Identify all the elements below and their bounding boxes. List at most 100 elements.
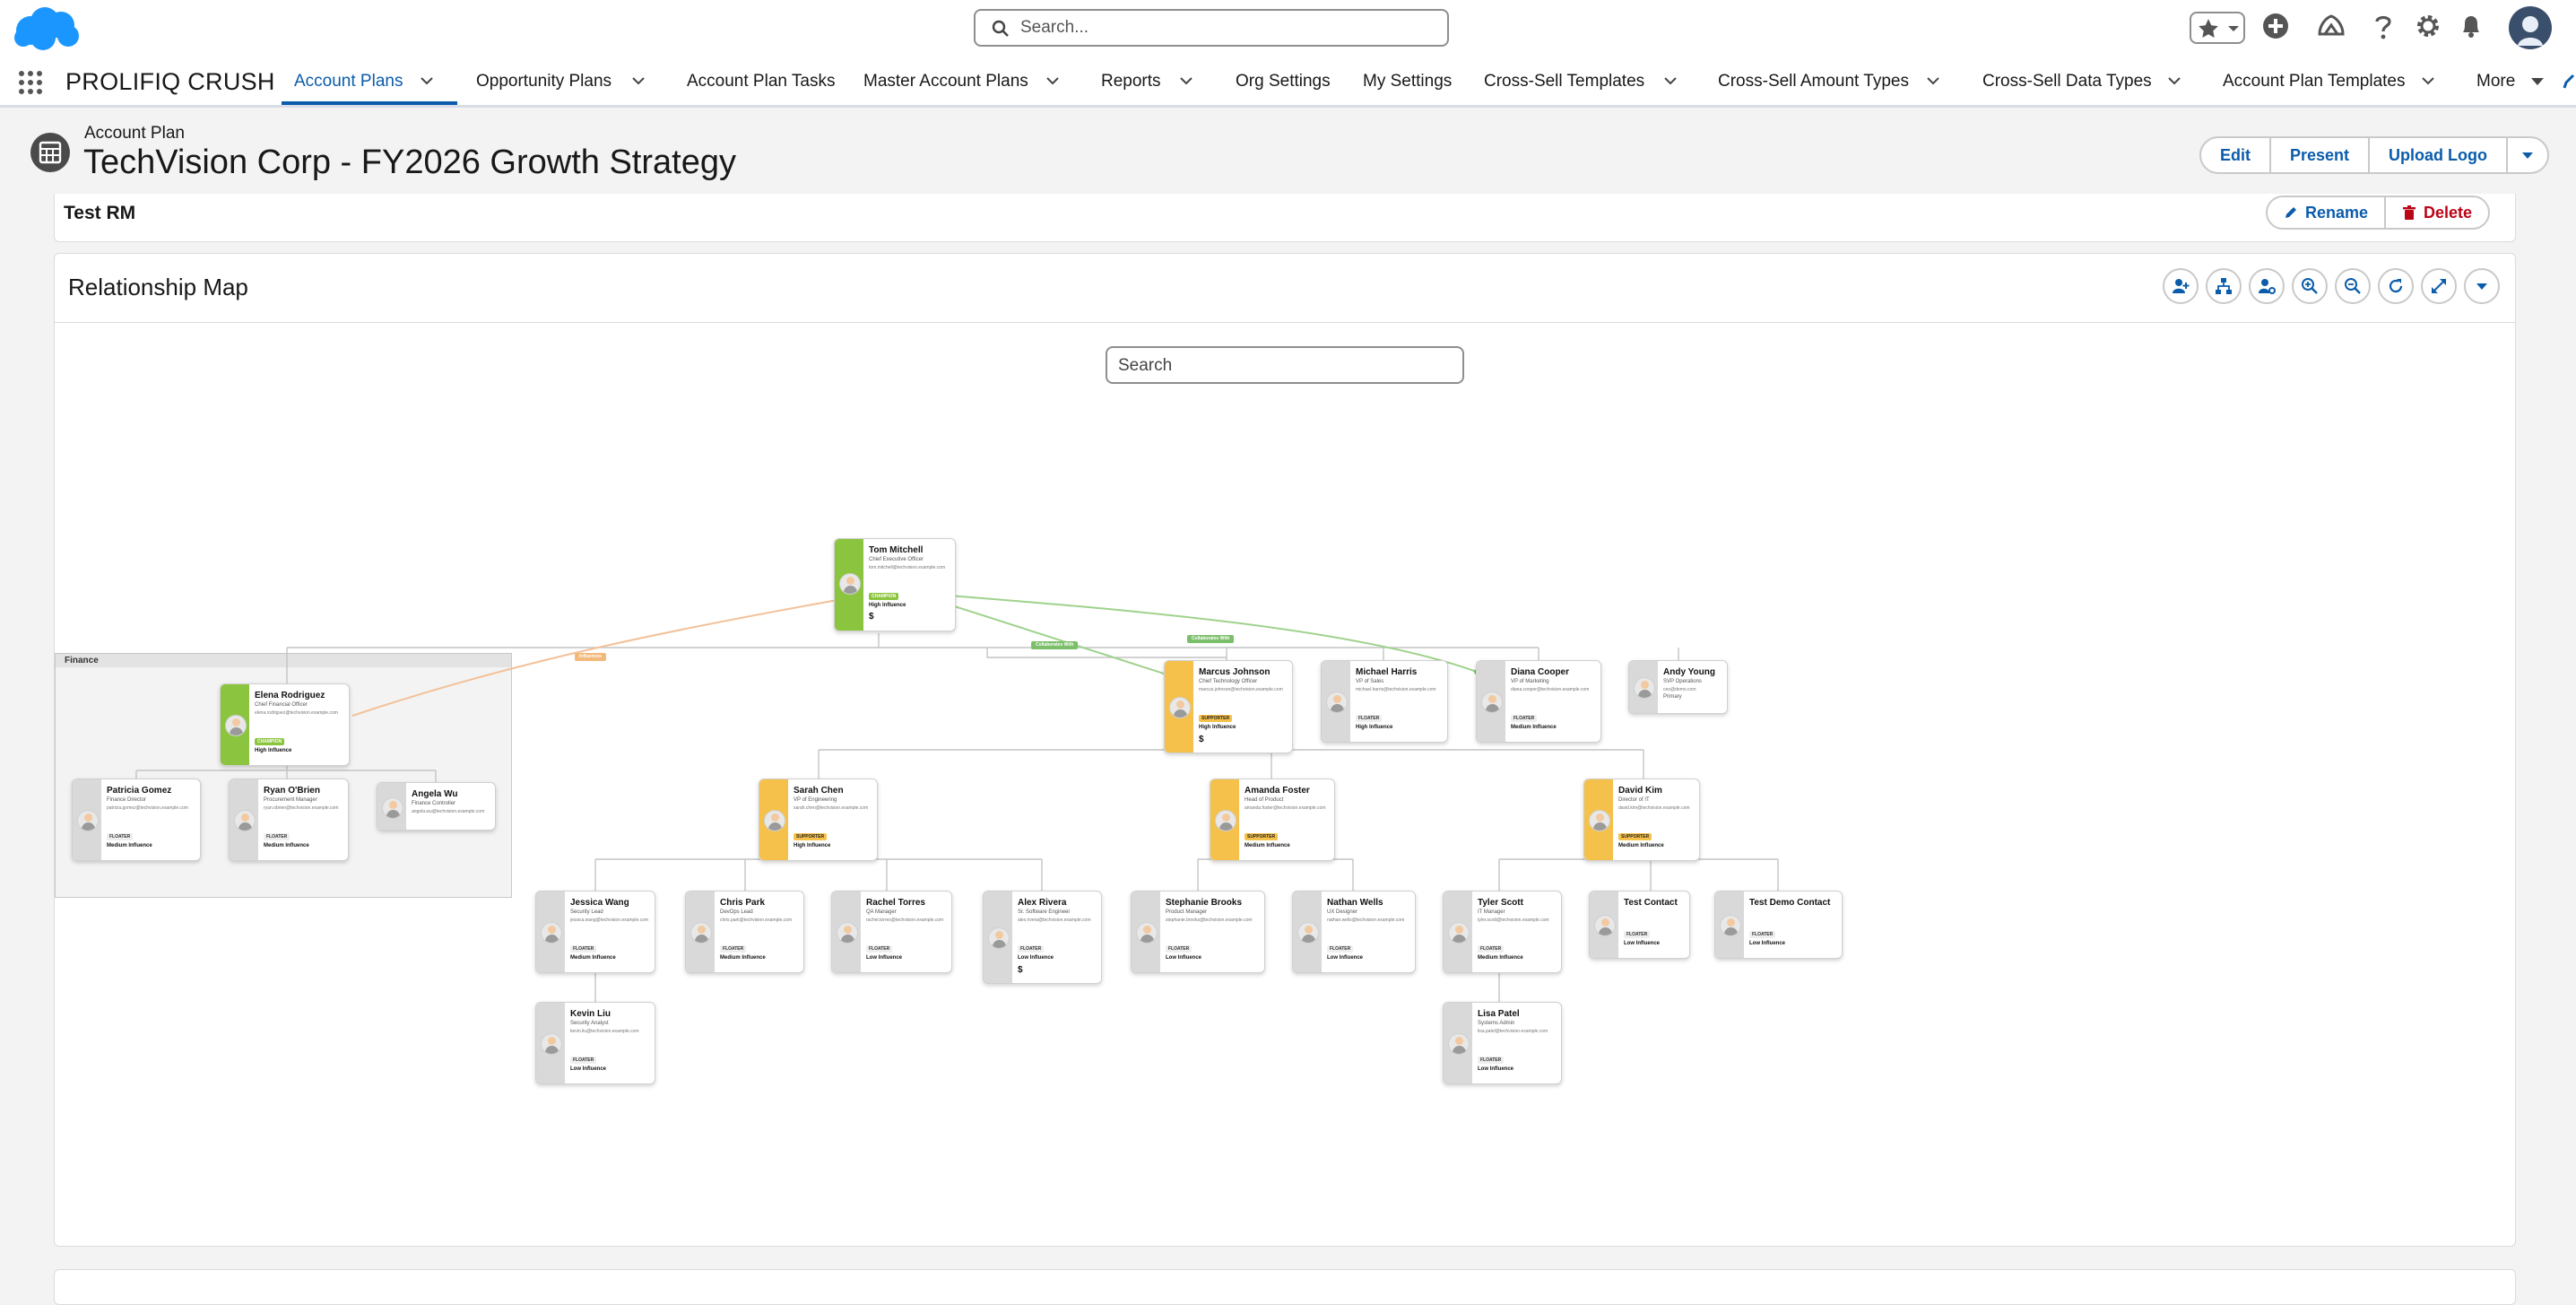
nav-item-account-plan-tasks[interactable]: Account Plan Tasks [687,72,836,91]
map-canvas[interactable]: Search Finance [55,322,2515,1247]
contact-title: Security Lead [570,909,603,915]
contact-email: amanda.foster@techvision.example.com [1245,805,1326,811]
rename-button[interactable]: Rename [2268,197,2387,228]
chevron-down-icon[interactable] [1926,75,1940,86]
add-contact-icon [2172,277,2190,295]
more-actions-button[interactable] [2508,138,2547,172]
contact-card-patricia-gomez[interactable]: Patricia Gomez Finance Director patricia… [72,779,201,861]
influence-label: Low Influence [1018,955,1054,961]
hierarchy-button[interactable] [2206,268,2242,304]
chevron-down-icon[interactable] [1045,75,1060,86]
contact-card-stephanie-brooks[interactable]: Stephanie Brooks Product Manager stephan… [1131,891,1265,973]
nav-item-more[interactable]: More [2476,72,2516,91]
contact-card-david-kim[interactable]: David Kim Director of IT david.kim@techv… [1583,779,1700,861]
contact-card-chris-park[interactable]: Chris Park DevOps Lead chris.park@techvi… [685,891,804,973]
add-contact-button[interactable] [2163,268,2199,304]
chevron-down-icon[interactable] [1663,75,1678,86]
status-badge: CHAMPION [255,738,285,745]
chevron-down-icon[interactable] [2421,75,2435,86]
status-badge: FLOATER [1018,945,1045,953]
present-button[interactable]: Present [2271,138,2371,172]
upload-logo-button[interactable]: Upload Logo [2370,138,2509,172]
chevron-down-icon[interactable] [631,75,646,86]
influence-label: Medium Influence [264,843,309,848]
delete-button[interactable]: Delete [2386,197,2488,228]
edge-label-collaborates-with[interactable]: Collaborates With [1031,641,1079,649]
contact-title: VP of Sales [1356,679,1384,684]
contact-card-alex-rivera[interactable]: Alex Rivera Sr. Software Engineer alex.r… [983,891,1102,984]
contact-title: Head of Product [1245,797,1284,803]
edge-label-influences[interactable]: Influences [575,653,606,661]
nav-item-my-settings[interactable]: My Settings [1363,72,1453,91]
salesforce-cloud-logo[interactable] [11,4,82,54]
nav-item-reports[interactable]: Reports [1101,72,1161,91]
nav-item-master-account-plans[interactable]: Master Account Plans [863,72,1028,91]
nav-item-org-settings[interactable]: Org Settings [1236,72,1331,91]
zoom-in-button[interactable] [2292,268,2328,304]
expand-button[interactable] [2421,268,2457,304]
contact-card-jessica-wang[interactable]: Jessica Wang Security Lead jessica.wang@… [535,891,655,973]
map-menu-button[interactable] [2464,268,2500,304]
contact-name: Tom Mitchell [869,545,924,555]
refresh-button[interactable] [2378,268,2414,304]
user-avatar[interactable] [2509,6,2552,49]
settings-icon[interactable] [2415,13,2442,39]
chevron-down-icon[interactable] [420,75,434,86]
edit-nav-icon[interactable] [2563,74,2575,90]
contact-card-elena-rodriguez[interactable]: Elena Rodriguez Chief Financial Officer … [220,683,350,766]
add-icon[interactable] [2262,13,2289,39]
contact-card-test-contact[interactable]: Test Contact FLOATER Low Influence [1589,891,1690,959]
nav-item-account-plan-templates[interactable]: Account Plan Templates [2223,72,2406,91]
trailhead-icon[interactable] [2317,13,2346,39]
nav-item-cross-sell-templates[interactable]: Cross-Sell Templates [1484,72,1645,91]
zoom-out-icon [2344,277,2362,295]
caret-down-icon[interactable] [2530,77,2545,86]
caret-down-icon [2520,138,2535,172]
contact-card-diana-cooper[interactable]: Diana Cooper VP of Marketing diana.coope… [1476,660,1601,743]
nav-item-cross-sell-amount-types[interactable]: Cross-Sell Amount Types [1718,72,1909,91]
contact-card-angela-wu[interactable]: Angela Wu Finance Controller angela.wu@t… [377,782,496,831]
status-badge: FLOATER [107,833,134,840]
contact-card-sarah-chen[interactable]: Sarah Chen VP of Engineering sarah.chen@… [759,779,878,861]
contact-card-amanda-foster[interactable]: Amanda Foster Head of Product amanda.fos… [1210,779,1335,861]
contact-title: Systems Admin [1478,1021,1515,1026]
contact-card-marcus-johnson[interactable]: Marcus Johnson Chief Technology Officer … [1164,660,1293,753]
nav-item-account-plans[interactable]: Account Plans [294,72,403,91]
chevron-down-icon[interactable] [2167,75,2181,86]
contact-card-rachel-torres[interactable]: Rachel Torres QA Manager rachel.torres@t… [831,891,952,973]
contact-card-kevin-liu[interactable]: Kevin Liu Security Analyst kevin.liu@tec… [535,1002,655,1084]
user-settings-button[interactable] [2249,268,2285,304]
map-search-input[interactable]: Search [1106,346,1464,384]
contact-title: IT Manager [1478,909,1505,915]
favorites-button[interactable] [2190,12,2245,44]
contact-email: ryan.obrien@techvision.example.com [264,805,339,811]
status-badge: FLOATER [570,1057,597,1064]
contact-card-tyler-scott[interactable]: Tyler Scott IT Manager tyler.scott@techv… [1443,891,1562,973]
contact-email: rachel.torres@techvision.example.com [866,918,944,923]
contact-card-ryan-obrien[interactable]: Ryan O'Brien Procurement Manager ryan.ob… [229,779,349,861]
contact-avatar [77,810,99,831]
influence-label: Low Influence [1478,1066,1514,1072]
edit-button[interactable]: Edit [2201,138,2271,172]
contact-card-nathan-wells[interactable]: Nathan Wells UX Designer nathan.wells@te… [1292,891,1416,973]
nav-item-cross-sell-data-types[interactable]: Cross-Sell Data Types [1982,72,2152,91]
status-badge: FLOATER [1624,931,1651,938]
contact-name: Elena Rodriguez [255,691,325,700]
help-icon[interactable] [2372,13,2394,41]
contact-card-test-demo-contact[interactable]: Test Demo Contact FLOATER Low Influence [1714,891,1843,959]
contact-avatar [382,797,403,819]
notifications-icon[interactable] [2458,13,2485,39]
contact-card-lisa-patel[interactable]: Lisa Patel Systems Admin lisa.patel@tech… [1443,1002,1562,1084]
app-launcher-icon[interactable] [18,70,43,95]
global-search-input[interactable]: Search... [974,9,1449,47]
zoom-out-button[interactable] [2335,268,2371,304]
contact-card-tom-mitchell[interactable]: Tom Mitchell Chief Executive Officer tom… [834,538,956,631]
contact-card-andy-young[interactable]: Andy Young SVP Operations ceo@demo.com P… [1628,660,1728,714]
contact-email: alex.rivera@techvision.example.com [1018,918,1091,923]
influence-label: Medium Influence [107,843,152,848]
chevron-down-icon[interactable] [1179,75,1193,86]
edge-label-collaborates-with[interactable]: Collaborates With [1187,635,1235,643]
trash-icon [2402,204,2416,221]
contact-card-michael-harris[interactable]: Michael Harris VP of Sales michael.harri… [1321,660,1448,743]
nav-item-opportunity-plans[interactable]: Opportunity Plans [476,72,612,91]
